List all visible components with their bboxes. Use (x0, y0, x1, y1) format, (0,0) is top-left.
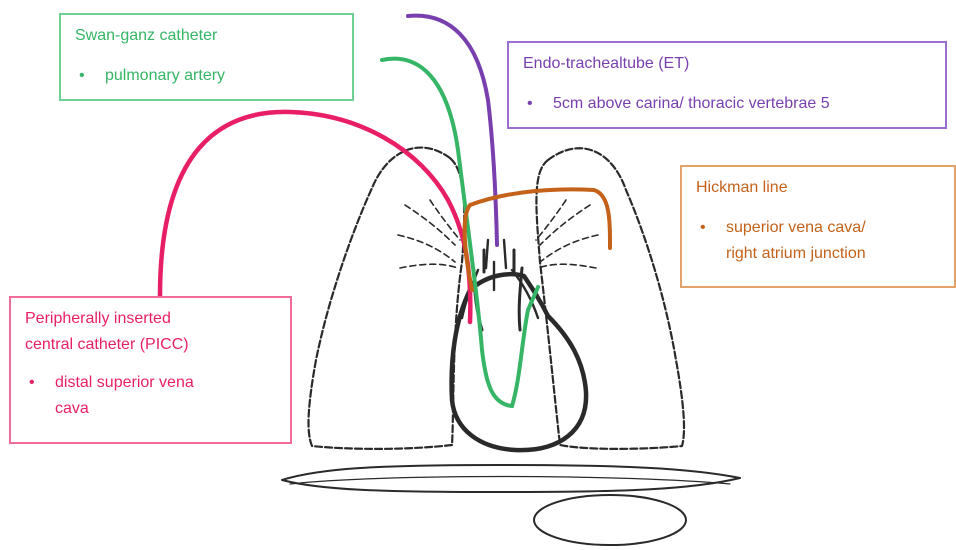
et-tube-title: Endo-trachealtube (ET) (523, 51, 933, 77)
swan-ganz-item-text: pulmonary artery (105, 67, 225, 84)
hickman-item: • superior vena cava/right atrium junctio… (696, 215, 942, 267)
table-bar (282, 465, 740, 492)
table-bar-inner (290, 477, 730, 485)
hickman-item-line1: superior vena cava/ (726, 219, 866, 236)
hickman-label-box: Hickman line • superior vena cava/right a… (680, 165, 956, 288)
bullet-icon: • (700, 215, 706, 241)
left-lung-outline (536, 148, 684, 449)
hickman-item-line2: right atrium junction (726, 245, 866, 262)
swan-ganz-item: • pulmonary artery (75, 63, 340, 89)
hickman-title: Hickman line (696, 175, 942, 201)
picc-item-line2: cava (55, 400, 89, 417)
spine-ellipse (534, 495, 686, 545)
picc-item: • distal superior vena cava (25, 370, 278, 422)
picc-title-line2: central catheter (PICC) (25, 332, 278, 358)
thorax-outline (282, 148, 740, 545)
et-tube-item: • 5cm above carina/ thoracic vertebrae 5 (523, 91, 933, 117)
picc-line (160, 112, 470, 322)
picc-label-box: Peripherally inserted central catheter (… (9, 296, 292, 444)
bullet-icon: • (527, 91, 533, 117)
et-tube-item-text: 5cm above carina/ thoracic vertebrae 5 (553, 95, 830, 112)
swan-ganz-list: • pulmonary artery (75, 63, 340, 89)
et-tube-list: • 5cm above carina/ thoracic vertebrae 5 (523, 91, 933, 117)
bullet-icon: • (79, 63, 85, 89)
swan-ganz-label-box: Swan-ganz catheter • pulmonary artery (59, 13, 354, 101)
great-vessels (474, 250, 522, 330)
left-hilum-markings (536, 200, 598, 268)
picc-title-line1: Peripherally inserted (25, 306, 278, 332)
right-lung-outline (309, 148, 465, 449)
et-tube-label-box: Endo-trachealtube (ET) • 5cm above carina… (507, 41, 947, 129)
picc-list: • distal superior vena cava (25, 370, 278, 422)
picc-item-line1: distal superior vena (55, 374, 194, 391)
swan-ganz-title: Swan-ganz catheter (75, 23, 340, 49)
bullet-icon: • (29, 370, 35, 396)
hickman-list: • superior vena cava/right atrium junctio… (696, 215, 942, 267)
